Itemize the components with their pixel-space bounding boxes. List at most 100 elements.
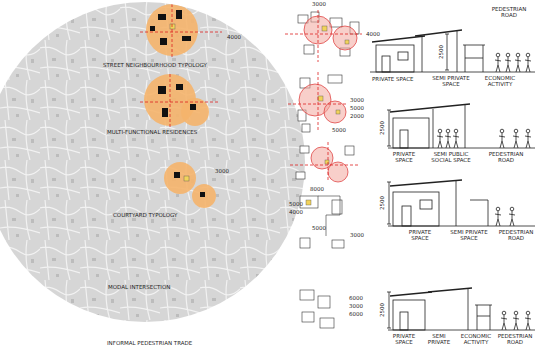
section-sketches-part — [387, 182, 391, 224]
space-label: PEDESTRIAN ROAD — [495, 229, 537, 242]
people-figures-part — [495, 207, 501, 226]
typology-circles-part-part — [182, 36, 191, 41]
people-figures-part — [515, 53, 521, 72]
plan-diagrams-part-part — [304, 45, 314, 54]
dimension-label: 6000 — [349, 295, 363, 301]
typology-circles-part — [170, 24, 189, 181]
dimension-label: 5000 — [350, 105, 364, 111]
dimension-label: 3000 — [350, 232, 364, 238]
space-label: PEDESTRIAN ROAD — [485, 151, 527, 164]
people-figures-part — [495, 53, 501, 72]
dimension-label: 4000 — [366, 31, 380, 37]
section-sketches-part — [393, 118, 429, 148]
typology-label: MULTI-FUNCTIONAL RESIDENCES — [106, 129, 198, 135]
plan-diagrams-part-part — [318, 96, 323, 101]
section-sketches-part — [393, 300, 425, 330]
plan-diagrams-part — [296, 12, 359, 328]
dimension-label: 4000 — [289, 209, 303, 215]
section-sketches-part — [456, 181, 488, 226]
dimension-label: 2500 — [379, 196, 385, 210]
space-label: SEMI PRIVATE SPACE — [424, 75, 478, 88]
plan-diagrams-part-part — [332, 240, 344, 248]
section-sketches-part — [398, 52, 408, 60]
plan-diagrams-part-part — [345, 146, 354, 155]
space-label: PRIVATE SPACE — [388, 333, 420, 346]
section-sketches-part — [376, 45, 414, 72]
section-sketches-part — [390, 180, 462, 186]
section-sketches-part — [422, 31, 457, 72]
space-label: ECONOMIC ACTIVITY — [456, 333, 496, 346]
section-sketches-part — [387, 292, 391, 328]
plan-diagrams-part-part — [296, 172, 305, 179]
typology-circles-part — [150, 10, 205, 197]
section-sketches-part — [390, 292, 432, 296]
typology-circles-part-part — [184, 176, 189, 181]
space-label: PEDESTRIAN ROAD — [488, 6, 530, 19]
typology-circles-part — [192, 184, 216, 208]
plan-diagrams-part-part — [320, 318, 334, 328]
site-map-circle — [0, 2, 305, 322]
plan-diagrams-part-part — [345, 40, 349, 44]
dimension-label: 4000 — [226, 34, 242, 40]
dimension-label: 3000 — [214, 168, 230, 174]
section-sketches-part — [402, 206, 411, 226]
typology-label: INFORMAL PEDESTRIAN TRADE — [107, 340, 192, 346]
people-figures-part — [525, 311, 531, 330]
plan-diagrams-part-part — [302, 312, 314, 322]
typology-label: MODAL INTERSECTION — [107, 284, 171, 290]
plan-diagrams-part-part — [330, 18, 342, 27]
people-figures-part — [453, 129, 459, 148]
section-sketches — [370, 30, 535, 330]
dimension-label: 2500 — [379, 303, 385, 317]
space-label: SEMI PRIVATE SPACE — [442, 229, 496, 242]
typology-circles-part-part — [160, 38, 167, 45]
plan-diagrams-part-part — [306, 200, 311, 205]
typology-label: COURTYARD TYPOLOGY — [112, 212, 178, 218]
section-sketches-part — [390, 104, 470, 112]
section-sketches-part — [400, 312, 408, 330]
plan-diagrams-part-part — [300, 146, 309, 153]
typology-circles-part-part — [158, 14, 166, 20]
space-label: SEMI PRIVATE — [423, 333, 455, 346]
section-sketches-part — [393, 192, 439, 226]
people-figures-part — [437, 129, 443, 148]
plan-diagrams-part-part — [332, 200, 342, 214]
plan-diagrams-part-part — [336, 110, 340, 114]
site-map-circle-part — [0, 2, 305, 322]
space-label: SEMI PUBLIC SOCIAL SPACE — [424, 151, 478, 164]
plan-diagrams-part-part — [311, 147, 333, 169]
section-sketches-part — [445, 34, 449, 70]
people-figures-part — [525, 53, 531, 72]
dimension-label: 3000 — [312, 1, 326, 7]
plan-diagrams — [285, 10, 362, 328]
plan-diagrams-part-part — [318, 296, 330, 308]
typology-circles-part — [164, 162, 196, 194]
space-label: PRIVATE SPACE — [388, 151, 420, 164]
dimension-label: 3000 — [349, 303, 363, 309]
plan-diagrams-part — [306, 26, 349, 205]
typology-circles-part-part — [162, 108, 168, 117]
people-figures-part — [513, 129, 519, 148]
section-sketches-part — [475, 305, 492, 330]
section-sketches-part — [387, 110, 391, 146]
typology-circles-part-part — [176, 10, 182, 19]
section-sketches-part — [468, 289, 469, 330]
typology-circles-part-part — [170, 24, 175, 29]
plan-diagrams-part-part — [333, 26, 357, 50]
section-sketches-part — [420, 200, 432, 209]
space-label: PRIVATE SPACE — [372, 76, 414, 82]
dimension-label: 2500 — [438, 45, 444, 59]
typology-circles-part-part — [190, 104, 196, 110]
people-figures-part — [513, 311, 519, 330]
dimension-label: 5000 — [289, 201, 303, 207]
people-figures-part — [525, 129, 531, 148]
plan-diagrams-part-part — [300, 238, 310, 248]
typology-label: STREET NEIGHBOURHOOD TYPOLOGY — [102, 62, 208, 68]
section-sketches-part — [433, 105, 465, 148]
typology-circles-part-part — [174, 172, 180, 178]
people-figures-part — [445, 129, 451, 148]
typology-circles-part-part — [150, 26, 155, 31]
